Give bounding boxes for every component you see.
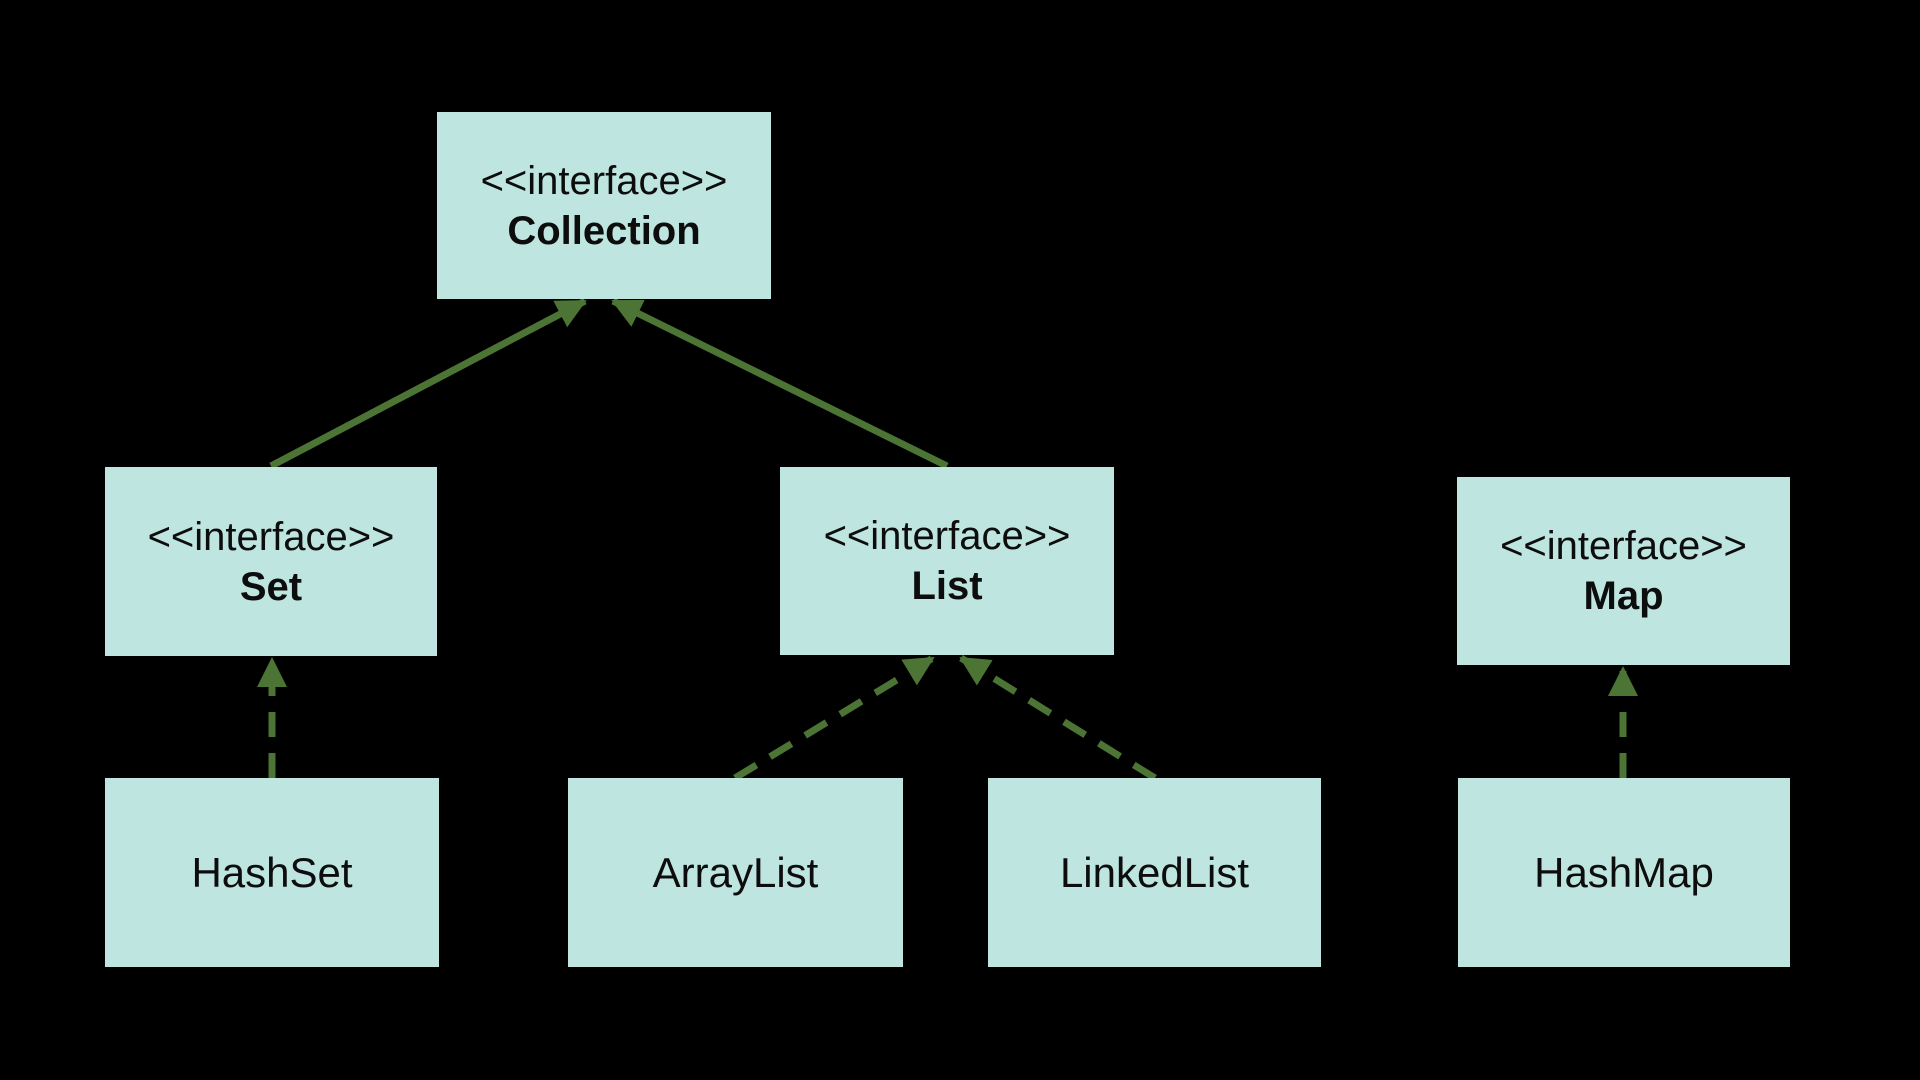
stereotype-label: <<interface>> <box>1500 524 1747 568</box>
interface-name-label: Map <box>1583 574 1664 618</box>
interface-name-label: Collection <box>507 208 701 253</box>
stereotype-label: <<interface>> <box>147 514 395 559</box>
node-interface-collection: <<interface>> Collection <box>437 112 771 299</box>
class-name-label: HashSet <box>191 848 353 896</box>
stereotype-label: <<interface>> <box>823 514 1071 558</box>
node-interface-map: <<interface>> Map <box>1457 477 1790 665</box>
class-name-label: HashMap <box>1534 848 1714 896</box>
node-class-arraylist: ArrayList <box>568 778 903 967</box>
node-class-hashmap: HashMap <box>1458 778 1790 967</box>
interface-name-label: List <box>911 564 983 608</box>
node-class-hashset: HashSet <box>105 778 439 967</box>
stereotype-label: <<interface>> <box>480 158 728 203</box>
edge-linkedlist-implements-list <box>959 655 1157 781</box>
node-interface-list: <<interface>> List <box>780 467 1114 655</box>
edge-arraylist-implements-list <box>733 655 935 781</box>
edge-set-extends-collection <box>269 297 587 470</box>
interface-name-label: Set <box>239 564 303 609</box>
class-name-label: ArrayList <box>652 848 819 896</box>
edge-list-extends-collection <box>611 297 949 470</box>
class-name-label: LinkedList <box>1059 848 1250 896</box>
node-class-linkedlist: LinkedList <box>988 778 1321 967</box>
node-interface-set: <<interface>> Set <box>105 467 437 656</box>
